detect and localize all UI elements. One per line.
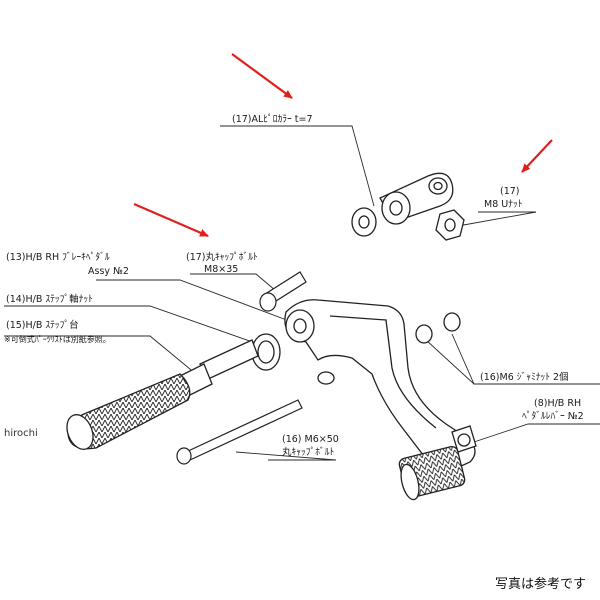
long-bolt-head xyxy=(176,447,192,465)
leader-u-nut xyxy=(457,211,537,227)
al-collar-ring-bore xyxy=(358,215,370,229)
leader-step-nut xyxy=(4,305,265,347)
label-step-base-line1: (15)H/B ｽﾃｯﾌﾟ台 xyxy=(6,320,79,331)
label-pedal-lever-line1: (8)H/B RH xyxy=(534,398,582,409)
leader-brake-pedal xyxy=(96,279,293,323)
label-step-nut: (14)H/B ｽﾃｯﾌﾟ軸ﾅｯﾄ xyxy=(6,294,93,305)
label-jam-nut: (16)M6 ｼﾞｬﾐﾅｯﾄ 2個 xyxy=(480,372,569,383)
step-nut xyxy=(251,333,281,371)
leader-step-base xyxy=(4,335,197,375)
brake-pedal-rib xyxy=(329,315,437,429)
label-bolt16-line2: 丸ｷｬｯﾌﾟﾎﾞﾙﾄ xyxy=(282,447,335,458)
brake-pedal xyxy=(284,299,477,501)
label-brake-pedal-line1: (13)H/B RH ﾌﾞﾚｰｷﾍﾟﾀﾞﾙ xyxy=(6,252,110,263)
cap-bolt-m8x35 xyxy=(259,271,307,312)
label-bolt16-line1: (16) M6×50 xyxy=(282,434,339,445)
label-al-collar: (17)ALﾋﾟﾛｶﾗｰ t=7 xyxy=(232,114,313,125)
label-pedal-lever-line2: ﾍﾟﾀﾞﾙﾚﾊﾞｰ №2 xyxy=(522,411,584,422)
collar-assembly xyxy=(351,172,465,241)
reference-photo-note: 写真は参考です xyxy=(494,577,586,592)
jam-nut-b xyxy=(443,312,461,332)
label-cap-bolt17-line1: (17)丸ｷｬｯﾌﾟﾎﾞﾙﾄ xyxy=(186,252,258,263)
cap-bolt-m6x50 xyxy=(176,399,303,465)
arrow-al-collar xyxy=(231,53,293,99)
leader-bolt16 xyxy=(235,451,337,461)
watermark: hirochi xyxy=(4,428,38,439)
leader-pedal-lever xyxy=(467,423,600,445)
step-peg-end xyxy=(66,414,94,450)
jam-nut-a xyxy=(415,324,433,344)
arrow-cap-bolt xyxy=(133,202,209,238)
pedal-tip-end xyxy=(400,463,420,501)
leader-lines xyxy=(4,125,600,461)
collar-sleeve-bore xyxy=(389,200,403,216)
footrest-step xyxy=(66,339,259,450)
mount-hole xyxy=(317,371,335,385)
cap-bolt-head xyxy=(259,292,277,312)
step-nut-inner xyxy=(257,340,275,364)
label-u-nut-name: M8 Uﾅｯﾄ xyxy=(484,199,523,210)
arrow-u-nut xyxy=(521,139,553,173)
leader-al-collar xyxy=(220,125,375,207)
label-brake-pedal-line2: Assy №2 xyxy=(88,266,129,277)
pivot-bore xyxy=(293,318,307,334)
collar-link-hole-inner xyxy=(433,181,443,191)
pedal-lever-bolt xyxy=(457,433,471,447)
label-cap-bolt17-line2: M8×35 xyxy=(204,264,239,275)
label-u-nut-number: (17) xyxy=(500,186,520,197)
m8-u-nut-bore xyxy=(444,218,456,232)
label-step-base-line2: ※可倒式ﾊﾟｰﾂﾘｽﾄは別紙参照。 xyxy=(4,335,111,344)
leader-jam-nut-2 xyxy=(425,339,475,385)
red-arrows xyxy=(133,53,553,238)
